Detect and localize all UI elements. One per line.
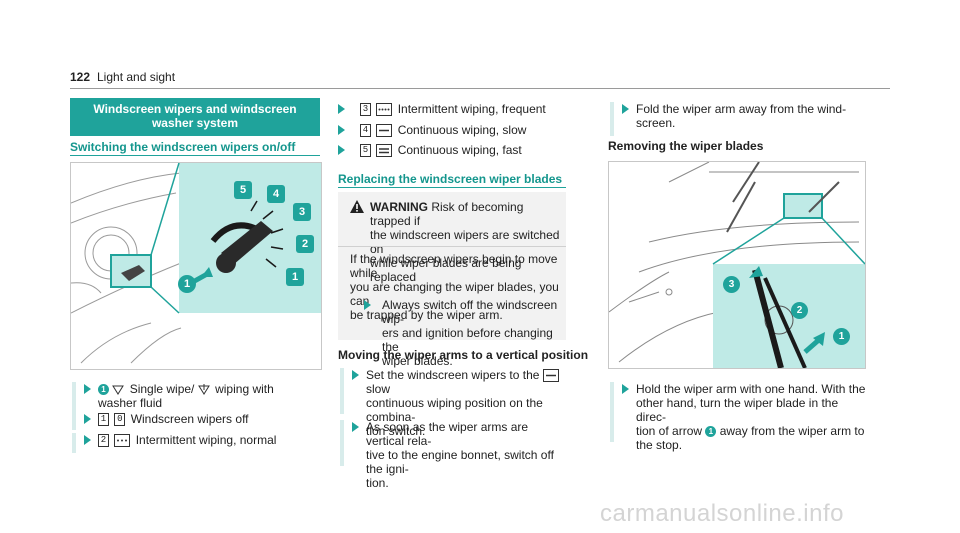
warning-label: WARNING (370, 200, 428, 214)
single-wipe-icon (112, 384, 125, 396)
callout-5: 5 (234, 181, 252, 199)
wiper-blade-figure: 3 2 1 (608, 161, 866, 369)
step-arrow-icon (622, 104, 629, 114)
hold-arm-l2: other hand, turn the wiper blade in the … (636, 396, 839, 424)
hold-arm-l4: the stop. (636, 438, 683, 452)
warning-title-rest: Risk of becoming trapped if (370, 200, 524, 228)
header-rule (70, 88, 890, 89)
washer-label: wiping with (215, 382, 274, 396)
car-hood-illustration (609, 162, 865, 368)
warning-step-l3: wiper blades. (382, 354, 453, 368)
warning-body-l2: you are changing the wiper blades, you c… (350, 280, 559, 308)
warning-title-l2: the windscreen wipers are switched on (370, 228, 560, 256)
hold-arm-l1: Hold the wiper arm with one hand. With t… (636, 382, 866, 396)
key-1: 1 (98, 413, 109, 427)
subheading-replacing: Replacing the windscreen wiper blades (338, 172, 563, 186)
callout-2: 2 (296, 235, 314, 253)
intermittent-frequent-icon (376, 103, 393, 117)
callout-2: 2 (791, 302, 808, 319)
subheading-rule (338, 187, 566, 188)
step-arrow-icon (84, 414, 91, 424)
warning-body-l1: If the windscreen wipers begin to move w… (350, 252, 558, 280)
callout-1-circle: 1 (178, 275, 196, 293)
step-switch-off: As soon as the wiper arms are vertical r… (338, 420, 568, 490)
key-4: 4 (360, 124, 371, 138)
warning-title-l3: while wiper blades are being replaced (370, 256, 522, 284)
continuous-fast-icon (376, 144, 393, 158)
badge-1: 1 (705, 426, 717, 438)
key-0: 0 (114, 413, 126, 427)
removing-heading: Removing the wiper blades (608, 139, 764, 153)
step-set-slow: Set the windscreen wipers to the slow co… (338, 368, 568, 438)
section-banner: Windscreen wipers and windscreen washer … (70, 98, 320, 136)
continuous-fast-label: Continuous wiping, fast (397, 143, 522, 157)
set-slow-l3: tion switch. (366, 424, 426, 439)
fold-arm-l2: screen. (636, 116, 676, 130)
step-hold-arm: Hold the wiper arm with one hand. With t… (608, 382, 868, 452)
step-arrow-icon (338, 145, 345, 155)
washer-icon (197, 384, 210, 396)
callout-3: 3 (723, 276, 740, 293)
key-5: 5 (360, 144, 371, 158)
washer-label-line2: washer fluid (98, 396, 163, 410)
wiper-switch-figure: 5 4 3 2 1 1 (70, 162, 322, 370)
step-arrow-icon (352, 422, 359, 432)
page-number: 122 (70, 70, 91, 84)
warning-body-l3: be trapped by the wiper arm. (350, 308, 503, 322)
step-arrow-icon (84, 435, 91, 445)
step-arrow-icon (364, 300, 371, 310)
step-arrow-icon (84, 384, 91, 394)
fold-arm-l1: Fold the wiper arm away from the wind- (636, 102, 847, 116)
continuous-slow-label: Continuous wiping, slow (397, 123, 527, 137)
step-wipers-off: 1 0 Windscreen wipers off (70, 412, 320, 430)
single-wipe-label: Single wipe/ (129, 382, 195, 396)
intermittent-normal-label: Intermittent wiping, normal (135, 433, 277, 447)
hold-arm-l3a: tion of arrow (636, 424, 703, 438)
wipers-off-label: Windscreen wipers off (130, 412, 249, 426)
step-intermittent-frequent: 3 Intermittent wiping, frequent (338, 102, 568, 120)
step-arrow-icon (338, 125, 345, 135)
warning-step-l1: Always switch off the windscreen wip- (382, 298, 558, 326)
hold-arm-l3b: away from the wiper arm to (719, 424, 865, 438)
subheading-switching: Switching the windscreen wipers on/off (70, 140, 296, 154)
callout-3: 3 (293, 203, 311, 221)
continuous-slow-icon (376, 124, 393, 138)
subheading-rule (70, 155, 320, 156)
switch-off-l3: tion. (366, 476, 389, 490)
key-3: 3 (360, 103, 371, 117)
step-continuous-fast: 5 Continuous wiping, fast (338, 143, 568, 161)
callout-1: 1 (833, 328, 850, 345)
intermittent-normal-icon (114, 434, 131, 448)
set-slow-l2: continuous wiping position on the combin… (366, 396, 543, 425)
intermittent-frequent-label: Intermittent wiping, frequent (397, 102, 546, 116)
warning-triangle-icon (350, 200, 364, 218)
switch-off-l1: As soon as the wiper arms are vertical r… (366, 420, 529, 448)
warning-box: WARNING Risk of becoming trapped if the … (338, 192, 566, 368)
step-intermittent-normal: 2 Intermittent wiping, normal (70, 433, 320, 453)
switch-off-l2: tive to the engine bonnet, switch off th… (366, 448, 554, 476)
warning-divider (338, 246, 566, 247)
step-single-wipe: 1 Single wipe/ wiping with washer fluid (70, 382, 320, 412)
moving-heading: Moving the wiper arms to a vertical posi… (338, 348, 589, 362)
step-arrow-icon (338, 104, 345, 114)
step-continuous-slow: 4 Continuous wiping, slow (338, 123, 568, 141)
step-arrow-icon (622, 384, 629, 394)
section-title: Light and sight (97, 70, 176, 84)
set-slow-l1a: Set the windscreen wipers to the (366, 368, 540, 382)
set-slow-l1b: slow (366, 382, 391, 397)
badge-1: 1 (98, 384, 109, 396)
warning-step-l2: ers and ignition before changing the (382, 326, 553, 354)
continuous-slow-icon (542, 369, 559, 383)
step-fold-arm: Fold the wiper arm away from the wind- s… (608, 102, 868, 136)
watermark: carmanualsonline.info (600, 500, 844, 527)
callout-4: 4 (267, 185, 285, 203)
callout-1-square: 1 (286, 268, 304, 286)
key-2: 2 (98, 434, 109, 448)
step-arrow-icon (352, 370, 359, 380)
